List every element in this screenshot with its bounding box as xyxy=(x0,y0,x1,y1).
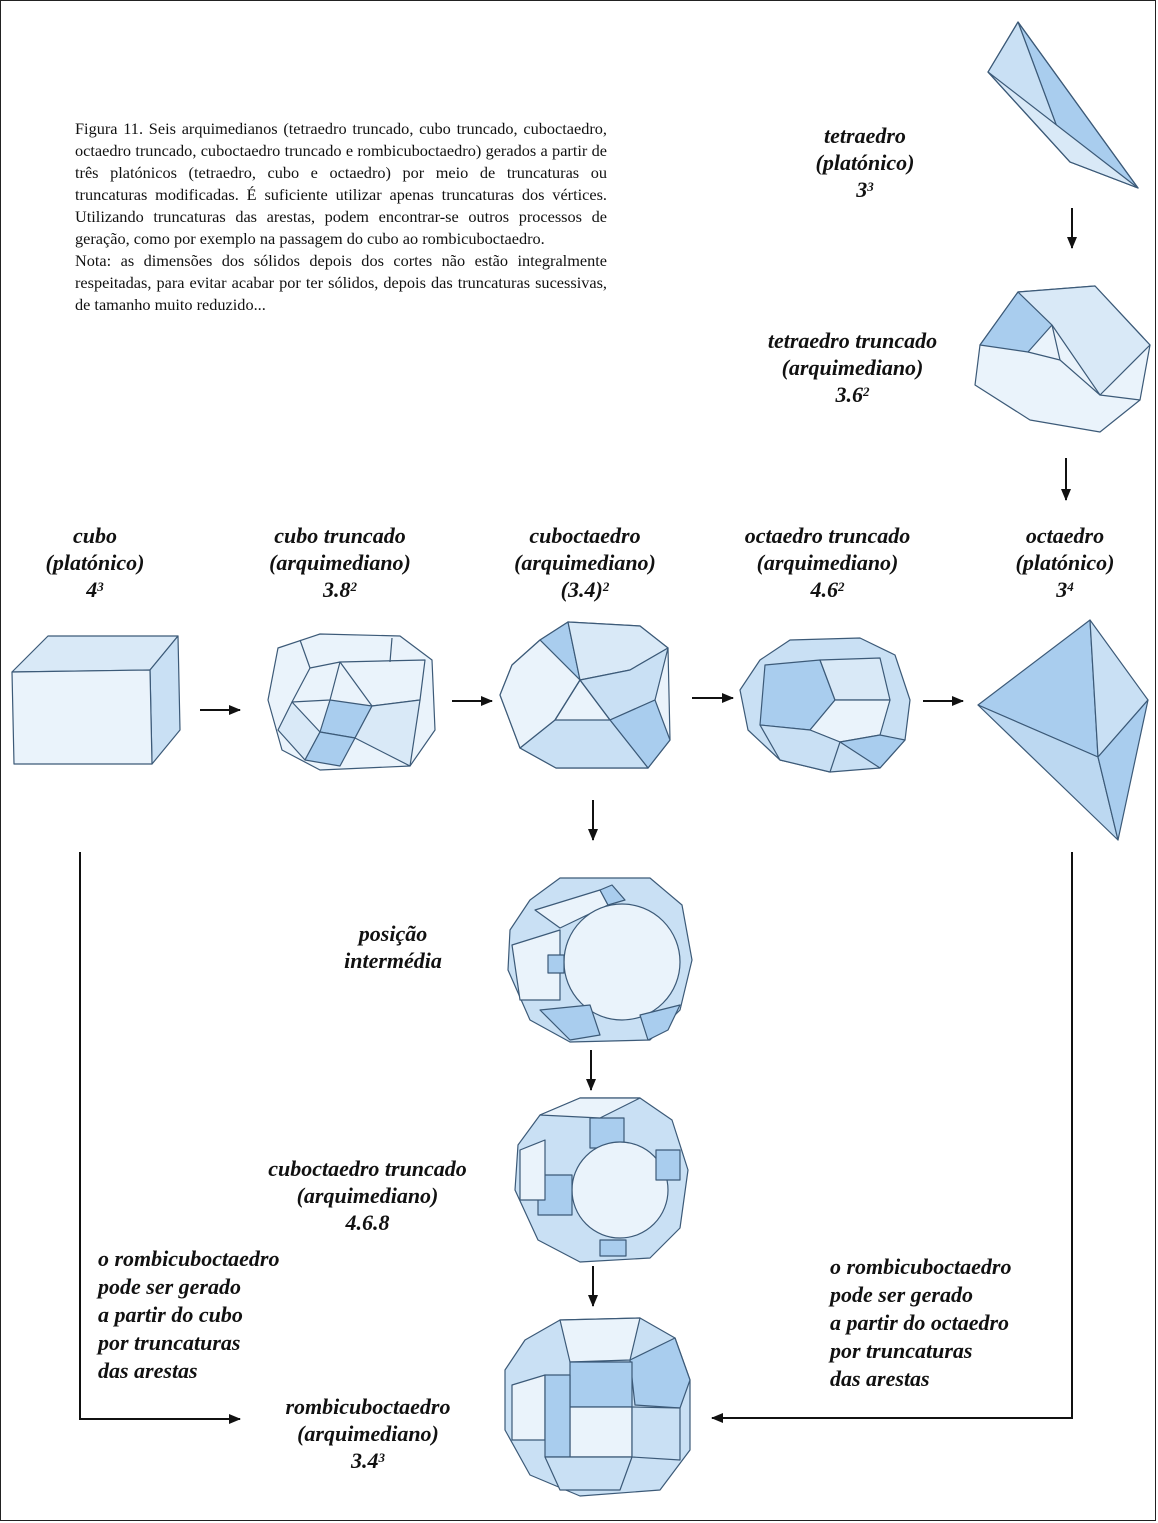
cuboctaedro-truncado-shape xyxy=(514,1097,689,1263)
label-cubo: cubo (platónico) 43 xyxy=(20,522,170,603)
label-notation: 4.62 xyxy=(810,577,845,602)
label-name: cubo xyxy=(73,523,117,548)
rombicuboctaedro-shape xyxy=(504,1317,691,1497)
posicao-intermedia-shape xyxy=(507,877,693,1043)
note-left-line: o rombicuboctaedro xyxy=(98,1246,280,1271)
label-notation: (3.4)2 xyxy=(560,577,610,602)
label-notation: 34 xyxy=(1056,577,1074,602)
label-cuboctaedro-truncado: cuboctaedro truncado (arquimediano) 4.6.… xyxy=(245,1155,490,1236)
label-notation: 3.82 xyxy=(323,577,357,602)
note-right-line: das arestas xyxy=(830,1366,930,1391)
label-class: (arquimediano) xyxy=(297,1421,439,1446)
label-notation: 4.6.8 xyxy=(345,1210,390,1235)
flow-arrows xyxy=(79,208,1077,1424)
label-posicao-intermedia: posição intermédia xyxy=(318,920,468,974)
octaedro-truncado-shape xyxy=(739,637,911,773)
label-class: (platónico) xyxy=(815,150,915,175)
note-right-line: a partir do octaedro xyxy=(830,1310,1010,1335)
arrow-left-path xyxy=(79,852,241,1424)
label-notation: 43 xyxy=(86,577,104,602)
label-name: octaedro xyxy=(1025,523,1105,548)
note-left-line: a partir do cubo xyxy=(98,1302,243,1327)
label-notation: 3.43 xyxy=(351,1448,385,1473)
octaedro-shape xyxy=(977,619,1149,841)
label-class: (arquimediano) xyxy=(514,550,656,575)
note-left-line: pode ser gerado xyxy=(98,1274,241,1299)
label-name: octaedro truncado xyxy=(744,523,911,548)
arrow-right-path xyxy=(711,852,1073,1423)
label-name: tetraedro xyxy=(824,123,906,148)
label-class: (arquimediano) xyxy=(269,550,411,575)
label-name: cuboctaedro xyxy=(529,523,641,548)
tetraedro-shape xyxy=(987,21,1139,189)
cuboctaedro-shape xyxy=(499,621,671,769)
label-name: cuboctaedro truncado xyxy=(268,1156,467,1181)
label-cuboctaedro: cuboctaedro (arquimediano) (3.4)2 xyxy=(485,522,685,603)
label-class: (platónico) xyxy=(45,550,145,575)
label-name: cubo truncado xyxy=(274,523,406,548)
label-class: (arquimediano) xyxy=(756,550,899,575)
label-rombicuboctaedro: rombicuboctaedro (arquimediano) 3.43 xyxy=(258,1393,478,1474)
note-left-line: das arestas xyxy=(98,1358,198,1383)
caption-paragraph-1: Figura 11. Seis arquimedianos (tetraedro… xyxy=(75,119,607,248)
label-name: rombicuboctaedro xyxy=(285,1394,451,1419)
caption-paragraph-2: Nota: as dimensões dos sólidos depois do… xyxy=(75,251,607,314)
note-right-line: por truncaturas xyxy=(830,1338,973,1363)
label-tetraedro: tetraedro (platónico) 33 xyxy=(780,122,950,203)
note-right-line: o rombicuboctaedro xyxy=(830,1254,1012,1279)
label-class: (arquimediano) xyxy=(781,355,924,380)
label-class: (platónico) xyxy=(1015,550,1115,575)
label-line-1: posição xyxy=(358,921,428,946)
label-tetraedro-truncado: tetraedro truncado (arquimediano) 3.62 xyxy=(735,327,970,408)
note-right: o rombicuboctaedro pode ser gerado a par… xyxy=(830,1253,1012,1393)
label-line-2: intermédia xyxy=(344,948,442,973)
figure-caption: Figura 11. Seis arquimedianos (tetraedro… xyxy=(75,118,607,316)
label-notation: 33 xyxy=(856,177,874,202)
note-left: o rombicuboctaedro pode ser gerado a par… xyxy=(98,1245,280,1385)
cubo-truncado-shape xyxy=(267,633,436,771)
label-class: (arquimediano) xyxy=(296,1183,439,1208)
tetraedro-truncado-shape xyxy=(974,285,1151,433)
label-cubo-truncado: cubo truncado (arquimediano) 3.82 xyxy=(240,522,440,603)
cubo-shape xyxy=(11,635,181,765)
note-left-line: por truncaturas xyxy=(98,1330,241,1355)
label-notation: 3.62 xyxy=(835,382,870,407)
label-octaedro-truncado: octaedro truncado (arquimediano) 4.62 xyxy=(715,522,940,603)
label-octaedro: octaedro (platónico) 34 xyxy=(990,522,1140,603)
label-name: tetraedro truncado xyxy=(767,328,938,353)
note-right-line: pode ser gerado xyxy=(830,1282,973,1307)
